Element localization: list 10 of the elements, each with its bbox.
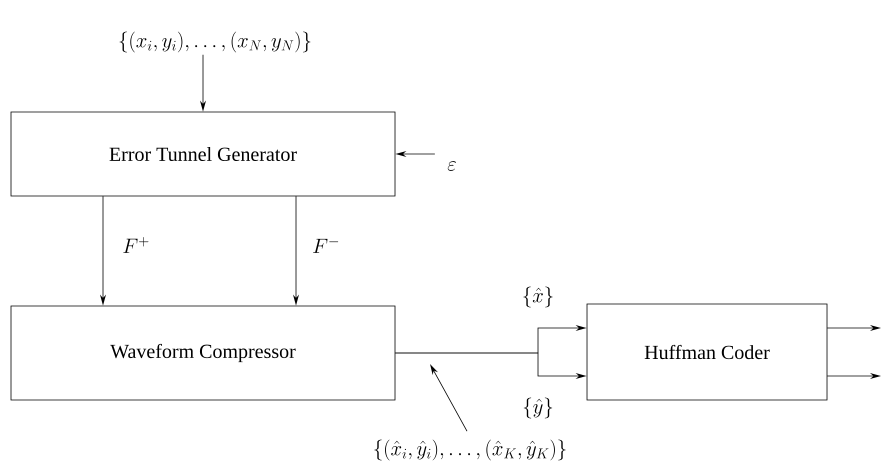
output-formula: $\{(\hat{x}_i, \hat{y}_i), \ldots, (\hat{x}_K, \hat{y}_K)\}$: [374, 440, 566, 460]
process-box: Huffman Coder: [586, 304, 828, 400]
edge-label: $F^{+}$: [121, 236, 151, 254]
edge-label: $F^{-}$: [311, 236, 341, 254]
process-box: Waveform Compressor: [10, 306, 396, 400]
edge-label: $\{\hat{y}\}$: [521, 396, 555, 420]
input-formula: $\{(x_i, y_i), \ldots, (x_N, y_N)\}$: [120, 32, 310, 52]
edge-label: $\{\hat{x}\}$: [520, 286, 556, 308]
parameter-symbol: $\varepsilon$: [448, 161, 456, 171]
process-box: Error Tunnel Generator: [10, 112, 396, 196]
